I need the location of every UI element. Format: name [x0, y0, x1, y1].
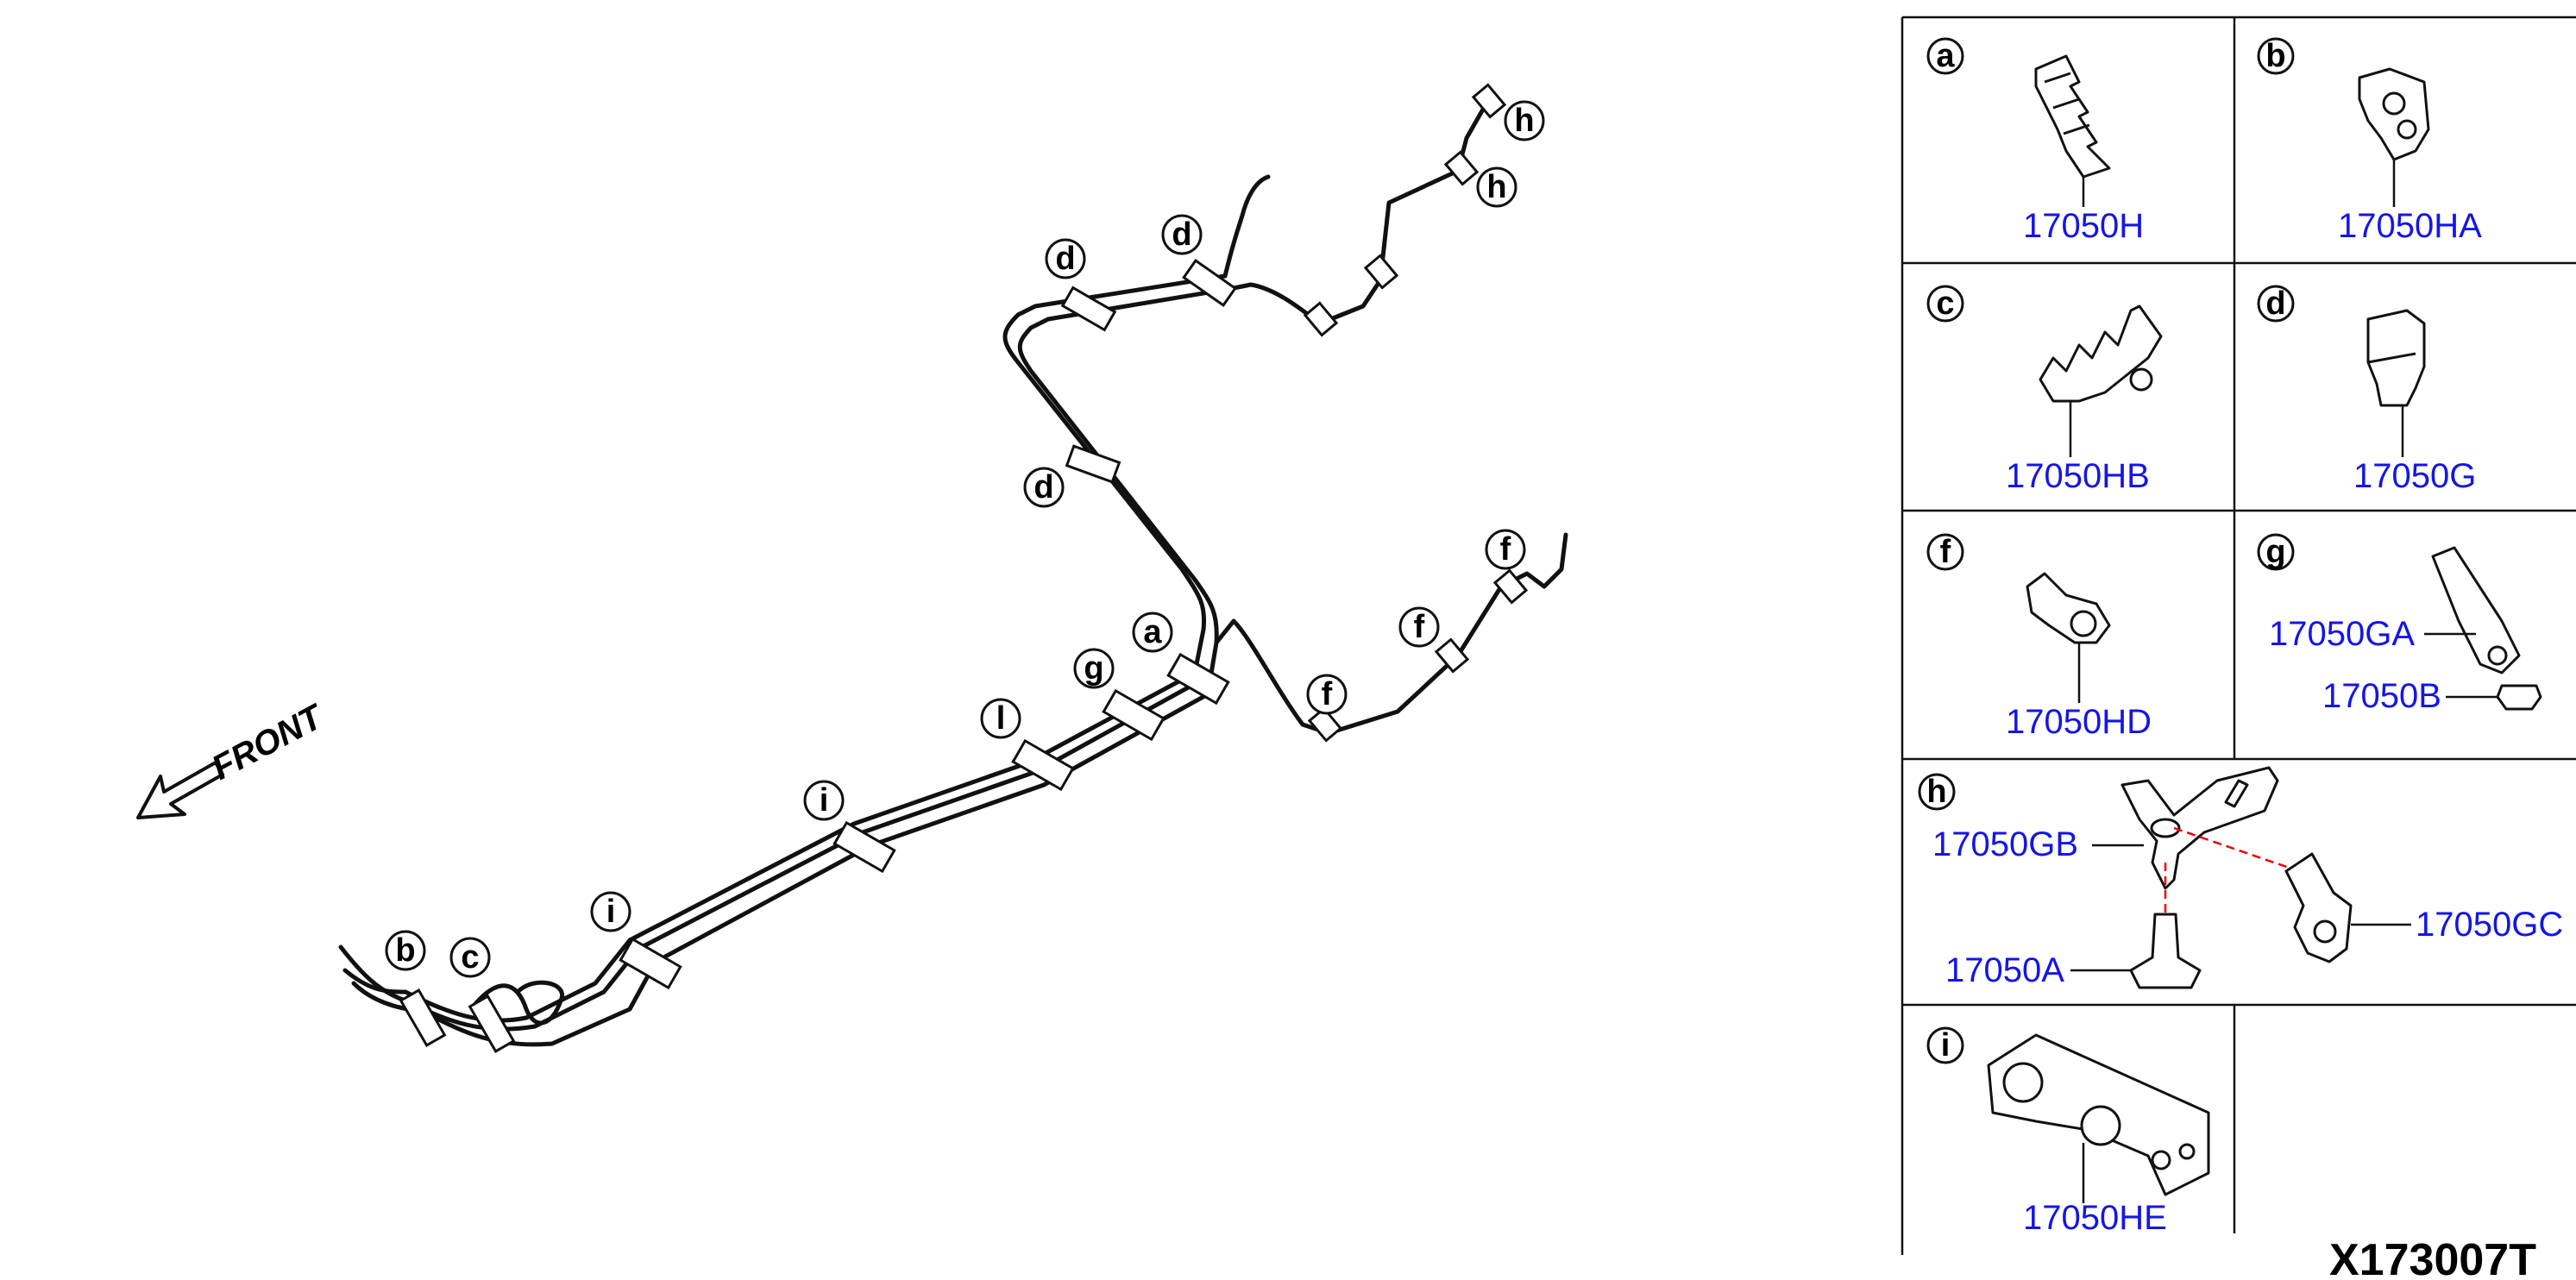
- clip-h-3: [1443, 150, 1480, 186]
- diagram-code: X173007T: [2329, 1235, 2536, 1280]
- clip-f-2: [1434, 637, 1470, 674]
- part-cell-d: d 17050G: [2257, 285, 2476, 495]
- svg-text:h: h: [1486, 169, 1506, 205]
- clip-17050GA-illustration: [2431, 546, 2521, 675]
- svg-text:f: f: [1940, 534, 1951, 570]
- callout-f-3: f: [1485, 529, 1526, 570]
- svg-text:b: b: [395, 932, 415, 969]
- svg-text:g: g: [1084, 650, 1103, 687]
- svg-text:h: h: [1926, 774, 1946, 810]
- parts-table: [1901, 16, 2576, 1255]
- svg-text:g: g: [2265, 534, 2285, 570]
- front-direction-arrow: FRONT: [136, 697, 331, 819]
- part-number-17050B: 17050B: [2322, 677, 2441, 715]
- front-label: FRONT: [206, 697, 331, 787]
- callout-h-2: h: [1476, 166, 1517, 208]
- svg-text:c: c: [461, 939, 479, 976]
- svg-text:h: h: [1514, 103, 1534, 139]
- clip-g: [1102, 688, 1165, 742]
- svg-text:a: a: [1143, 614, 1162, 650]
- callout-i-2: i: [803, 780, 845, 821]
- clip-h-4: [1471, 83, 1507, 119]
- clip-h-2: [1363, 254, 1399, 290]
- part-cell-a: a 17050H: [1926, 37, 2144, 245]
- part-cell-b: b 17050HA: [2257, 37, 2482, 245]
- svg-text:c: c: [1936, 285, 1954, 322]
- callout-f-2: f: [1398, 606, 1440, 648]
- clip-17050GC-illustration: [2284, 852, 2353, 963]
- clip-17050H-illustration: [2034, 54, 2111, 179]
- svg-text:f: f: [1414, 609, 1425, 645]
- svg-text:d: d: [2265, 285, 2285, 322]
- svg-text:i: i: [606, 894, 616, 930]
- callout-d-3: d: [1161, 214, 1203, 255]
- callout-l: l: [980, 698, 1021, 739]
- callout-f-1: f: [1306, 674, 1348, 715]
- part-number-17050H: 17050H: [2023, 207, 2144, 245]
- svg-text:f: f: [1500, 531, 1511, 568]
- svg-text:a: a: [1936, 38, 1955, 74]
- clip-f-1: [1307, 706, 1343, 743]
- clip-i-2: [832, 820, 896, 874]
- svg-text:d: d: [1034, 469, 1053, 505]
- callout-c: c: [449, 937, 491, 978]
- grommet-17050B-illustration: [2496, 684, 2542, 711]
- clip-h-1: [1303, 301, 1339, 337]
- clip-17050HD-illustration: [2026, 572, 2111, 644]
- clip-d-3: [1182, 259, 1237, 307]
- svg-text:d: d: [1172, 216, 1191, 253]
- clip-d-2: [1060, 285, 1117, 332]
- callout-d-1: d: [1023, 467, 1065, 508]
- callout-b: b: [385, 930, 426, 971]
- svg-text:l: l: [996, 700, 1006, 737]
- svg-text:i: i: [820, 782, 829, 819]
- part-number-17050A: 17050A: [1945, 951, 2064, 989]
- clip-a: [1166, 652, 1230, 706]
- part-number-17050HB: 17050HB: [2006, 457, 2150, 495]
- part-number-17050GC: 17050GC: [2416, 906, 2563, 944]
- svg-text:f: f: [1322, 676, 1333, 712]
- fuel-pipe-bundle: [338, 83, 1568, 1054]
- clip-c: [468, 994, 516, 1054]
- part-cell-f: f 17050HD: [1926, 533, 2152, 741]
- svg-text:i: i: [1941, 1027, 1951, 1064]
- callout-i-1: i: [590, 891, 631, 932]
- part-number-17050GB: 17050GB: [1932, 825, 2078, 863]
- part-number-17050GA: 17050GA: [2269, 615, 2415, 653]
- clip-d-1: [1065, 444, 1122, 484]
- part-cell-g: g 17050GA 17050B: [2257, 533, 2542, 715]
- part-number-17050HE: 17050HE: [2023, 1199, 2167, 1237]
- part-cell-i: i 17050HE: [1926, 1026, 2210, 1237]
- clip-b: [399, 988, 447, 1048]
- pipe-callouts: b c i i l g a d d d f f f h h: [385, 100, 1545, 978]
- svg-text:b: b: [2265, 38, 2285, 74]
- clip-l: [1011, 738, 1075, 792]
- clip-17050HB-illustration: [2039, 304, 2163, 403]
- part-number-17050HD: 17050HD: [2006, 703, 2152, 741]
- part-number-17050HA: 17050HA: [2338, 207, 2482, 245]
- clip-i-1: [619, 937, 682, 990]
- callout-h-1: h: [1504, 100, 1545, 141]
- svg-text:d: d: [1055, 241, 1075, 277]
- part-cell-c: c 17050HB: [1926, 285, 2163, 495]
- bolt-17050A-illustration: [2129, 913, 2202, 989]
- clip-f-3: [1492, 568, 1529, 605]
- bracket-17050GB-illustration: [2120, 766, 2279, 890]
- callout-g: g: [1073, 648, 1115, 689]
- callout-a: a: [1132, 612, 1173, 653]
- callout-d-2: d: [1045, 238, 1086, 279]
- part-number-17050G: 17050G: [2353, 457, 2476, 495]
- part-cell-h: h 17050GB 17050GC 17050A: [1918, 766, 2563, 989]
